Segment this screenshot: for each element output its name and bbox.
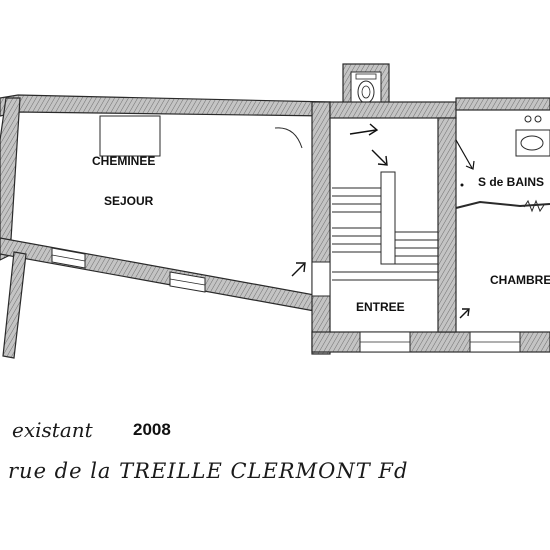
caption-existant: existant <box>12 418 93 442</box>
washbasin-icon <box>515 129 550 157</box>
door-arrows <box>291 123 470 319</box>
caption-address: rue de la TREILLE CLERMONT Fd <box>8 459 409 483</box>
caption-year: 2008 <box>133 420 171 439</box>
chimney-outline <box>99 115 161 157</box>
sejour-left-wall <box>0 97 21 261</box>
room-label-salle-de-bains: S de BAINS <box>478 175 545 189</box>
sejour-lower-wall <box>0 237 321 313</box>
room-label-entree: ENTREE <box>356 300 405 314</box>
bath-door-swing <box>455 139 473 169</box>
staircase <box>332 171 438 281</box>
central-top-wall <box>329 101 457 119</box>
room-label-sejour: SEJOUR <box>104 194 154 208</box>
sejour-door-swing <box>274 127 303 149</box>
room-label-chambre: CHAMBRE <box>490 273 550 287</box>
bath-top-wall <box>455 97 550 111</box>
central-left-wall <box>311 101 331 355</box>
stair-right-wall <box>437 117 457 333</box>
bath-partition <box>455 200 550 209</box>
room-label-cheminee: CHEMINEE <box>92 154 156 168</box>
lower-left-wall <box>2 251 27 359</box>
sejour-top-wall <box>0 94 331 117</box>
